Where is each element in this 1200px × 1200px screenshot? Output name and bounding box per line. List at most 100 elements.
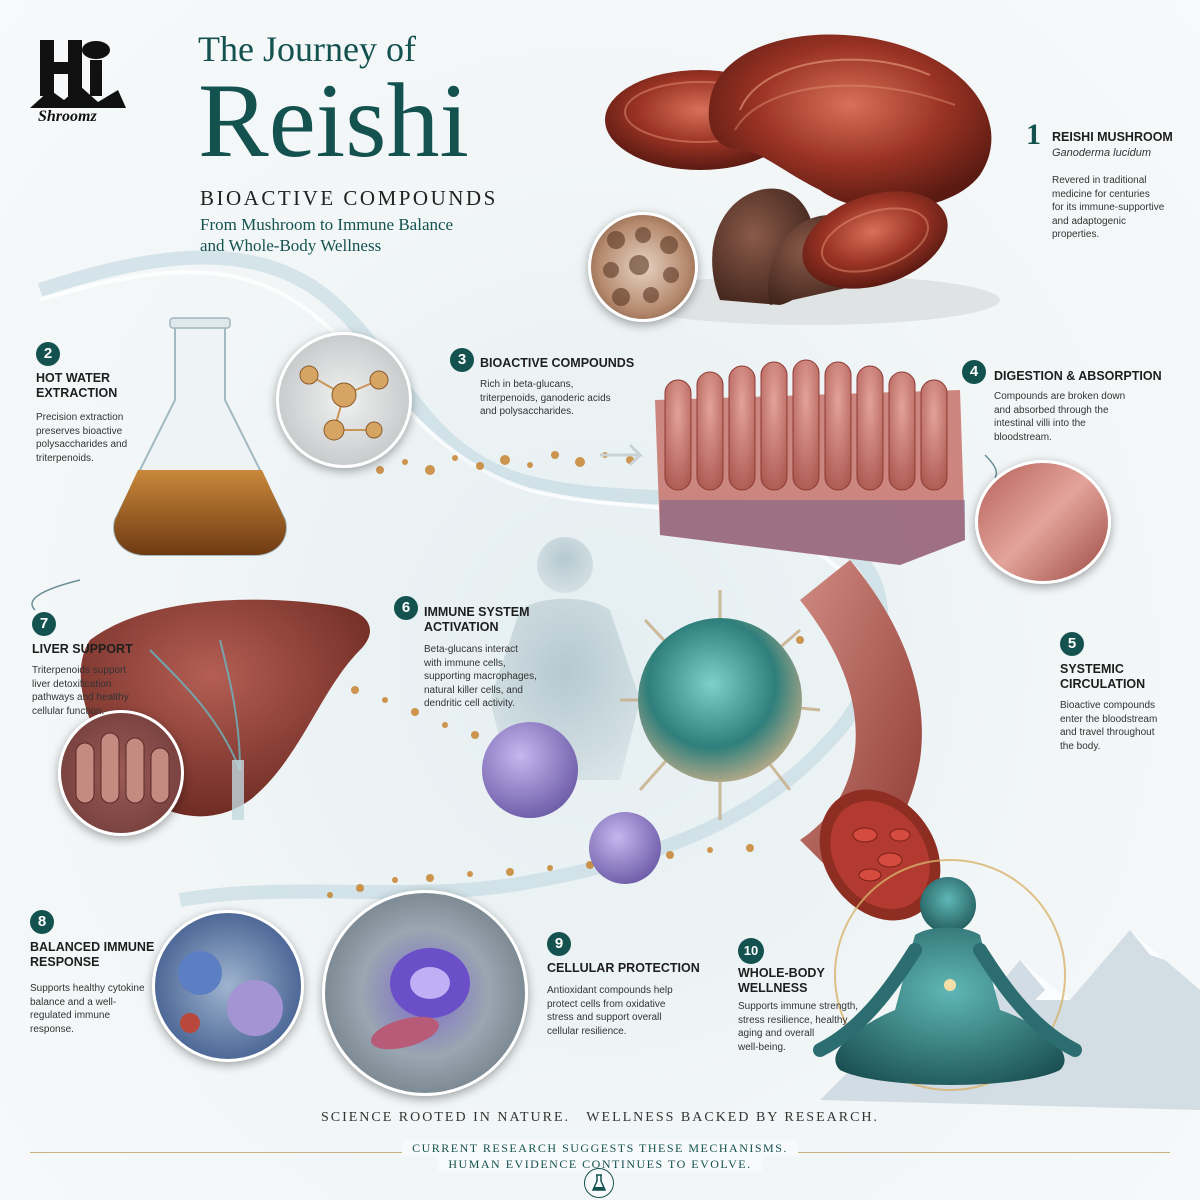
title-line: RESPONSE [30, 955, 100, 969]
blood-vessel-illustration [800, 560, 941, 921]
step-2-title: HOT WATER EXTRACTION [36, 371, 117, 401]
title-line: WELLNESS [738, 981, 808, 995]
footer-motto: SCIENCE ROOTED IN NATURE. WELLNESS BACKE… [320, 1110, 880, 1125]
liver-cells-detail-circle [58, 710, 184, 836]
footer-disclaimer: CURRENT RESEARCH SUGGESTS THESE MECHANIS… [0, 1140, 1200, 1172]
page-subtitle: BIOACTIVE COMPOUNDS [200, 186, 498, 210]
liver-cells-texture [75, 732, 170, 804]
text-line: aging and overall [738, 1028, 815, 1039]
step-7-description: Triterpenoids support liver detoxificati… [32, 664, 129, 718]
text-line: Supports healthy cytokine [30, 983, 145, 994]
text-line: for its immune-supportive [1052, 202, 1165, 213]
text-line: regulated immune [30, 1010, 111, 1021]
disclaimer-line-2: HUMAN EVIDENCE CONTINUES TO EVOLVE. [438, 1156, 762, 1172]
step-1-latin-name: Ganoderma lucidum [1052, 147, 1152, 159]
step-3-badge: 3 [450, 348, 474, 372]
step-7-title: LIVER SUPPORT [32, 642, 133, 656]
pore-texture [603, 227, 679, 306]
step-7-badge: 7 [32, 612, 56, 636]
title-line: SYSTEMIC [1060, 662, 1124, 676]
flask-icon-glyph [591, 1174, 607, 1191]
text-line: Supports immune strength, [738, 1001, 859, 1012]
brand-logo: Shroomz [28, 30, 128, 130]
text-line: stress and support overall [547, 1012, 662, 1023]
step-4-description: Compounds are broken down and absorbed t… [994, 390, 1125, 444]
logo-text: Shroomz [38, 108, 97, 125]
title-line: CIRCULATION [1060, 677, 1146, 691]
cell-protection-detail-circle [322, 890, 528, 1096]
step-1-number: 1 [1026, 118, 1041, 151]
cell-nucleus [370, 948, 470, 1050]
title-line: EXTRACTION [36, 386, 118, 400]
step-5-title: SYSTEMIC CIRCULATION [1060, 662, 1145, 692]
step-9-badge: 9 [547, 932, 571, 956]
text-line: dendritic cell activity. [424, 698, 515, 709]
text-line: polysaccharides and [36, 439, 128, 450]
text-line: medicine for centuries [1052, 188, 1150, 200]
pore-detail-circle [588, 212, 698, 322]
step-10-description: Supports immune strength, stress resilie… [738, 1000, 858, 1054]
text-line: intestinal villi into the [994, 418, 1086, 429]
text-line: enter the bloodstream [1060, 713, 1158, 725]
extraction-flask-illustration [113, 317, 287, 556]
molecule-structure [299, 365, 389, 441]
meditating-figure-illustration [813, 859, 1082, 1091]
intestinal-villi-illustration [655, 359, 965, 565]
disclaimer-line-1: CURRENT RESEARCH SUGGESTS THESE MECHANIS… [402, 1140, 798, 1156]
step-6-title: IMMUNE SYSTEM ACTIVATION [424, 605, 530, 635]
step-3-title: BIOACTIVE COMPOUNDS [480, 356, 635, 370]
text-line: well-being. [738, 1041, 786, 1053]
text-line: Bioactive compounds [1060, 700, 1156, 711]
text-line: and adaptogenic [1052, 215, 1126, 227]
step-4-title: DIGESTION & ABSORPTION [994, 369, 1162, 383]
step-10-title: WHOLE-BODY WELLNESS [738, 966, 825, 996]
step-6-badge: 6 [394, 596, 418, 620]
immune-cells-illustration [482, 590, 821, 884]
step-3-description: Rich in beta-glucans, triterpenoids, gan… [480, 378, 611, 419]
text-line: supporting macrophages, [424, 671, 537, 682]
text-line: preserves bioactive [36, 425, 123, 437]
step-6-description: Beta-glucans interact with immune cells,… [424, 643, 537, 711]
cytokine-cells [178, 951, 283, 1036]
text-line: natural killer cells, and [424, 684, 523, 696]
text-line: with immune cells, [424, 657, 506, 669]
text-line: and absorbed through the [994, 404, 1109, 416]
step-8-badge: 8 [30, 910, 54, 934]
villi-detail-circle [975, 460, 1111, 584]
text-line: properties. [1052, 229, 1100, 240]
text-line: Beta-glucans interact [424, 644, 518, 655]
tagline: From Mushroom to Immune Balance and Whol… [200, 214, 453, 256]
step-9-title: CELLULAR PROTECTION [547, 961, 700, 975]
molecule-detail-circle [276, 332, 412, 468]
title-line: HOT WATER [36, 371, 111, 385]
step-2-badge: 2 [36, 342, 60, 366]
text-line: and travel throughout [1060, 727, 1155, 738]
flask-icon [584, 1168, 614, 1198]
step-9-description: Antioxidant compounds help protect cells… [547, 984, 673, 1038]
step-4-badge: 4 [962, 360, 986, 384]
step-8-title: BALANCED IMMUNE RESPONSE [30, 940, 154, 970]
text-line: protect cells from oxidative [547, 998, 666, 1010]
text-line: response. [30, 1023, 74, 1035]
step-1-description: Revered in traditional medicine for cent… [1052, 174, 1164, 242]
text-line: pathways and healthy [32, 692, 129, 703]
logo-mark-icon [30, 40, 126, 108]
title-line: IMMUNE SYSTEM [424, 605, 530, 619]
text-line: stress resilience, healthy [738, 1014, 848, 1026]
text-line: Triterpenoids support [32, 665, 127, 676]
text-line: triterpenoids. [36, 452, 94, 464]
text-line: bloodstream. [994, 431, 1052, 443]
step-1-title: REISHI MUSHROOM [1052, 130, 1173, 144]
tagline-line-2: and Whole-Body Wellness [200, 236, 382, 255]
text-line: Revered in traditional [1052, 175, 1147, 186]
text-line: Precision extraction [36, 412, 124, 423]
page-title: Reishi [198, 62, 469, 179]
text-line: triterpenoids, ganoderic acids [480, 392, 611, 404]
text-line: and polysaccharides. [480, 406, 574, 417]
text-line: liver detoxification [32, 678, 112, 690]
step-5-badge: 5 [1060, 632, 1084, 656]
title-line: BALANCED IMMUNE [30, 940, 155, 954]
text-line: cellular function. [32, 705, 105, 717]
text-line: balance and a well- [30, 996, 117, 1008]
